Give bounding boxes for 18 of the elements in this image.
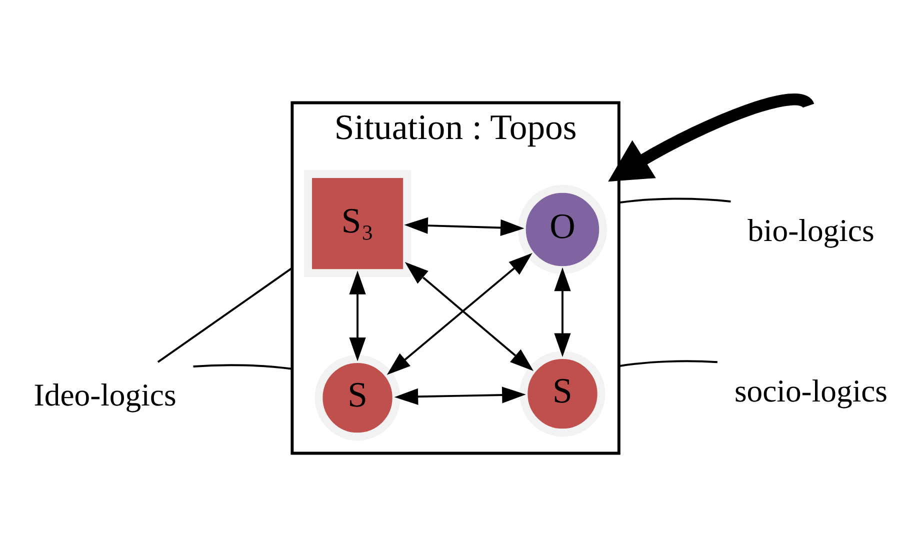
arrow <box>404 216 524 236</box>
connector <box>157 266 293 362</box>
node-box: S₃ <box>304 170 411 276</box>
connector <box>618 360 718 367</box>
connector <box>618 197 731 204</box>
node-circle: O <box>518 184 608 274</box>
node-circle: S <box>314 354 400 440</box>
node-circle: S <box>520 350 606 436</box>
connector <box>193 364 292 370</box>
arrow <box>404 261 534 370</box>
node-text: socio-logics <box>734 372 888 408</box>
node-text: Ideo-logics <box>34 376 176 412</box>
arrow <box>608 93 814 182</box>
node-text: bio-logics <box>748 212 874 248</box>
arrow <box>349 270 366 361</box>
arrow <box>394 386 526 404</box>
arrow <box>386 252 532 374</box>
arrow <box>554 266 571 357</box>
